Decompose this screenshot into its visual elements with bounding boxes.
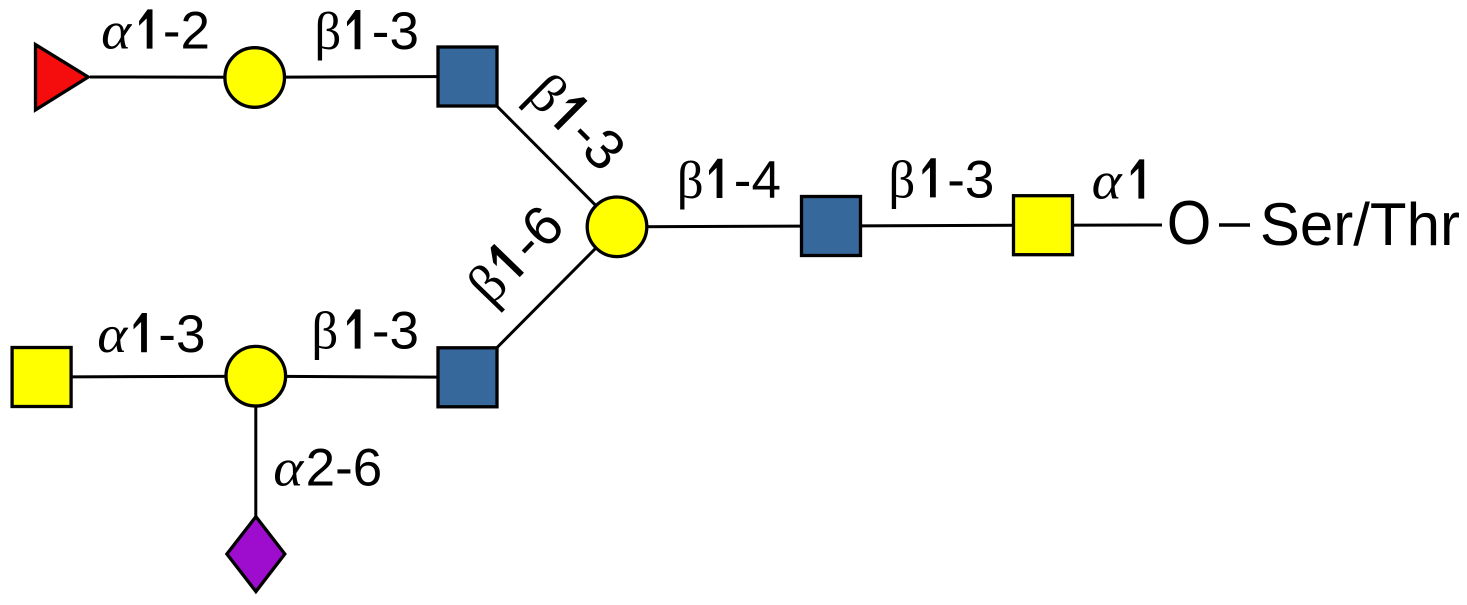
svg-text:O: O: [1167, 188, 1211, 258]
svg-text:β: β: [314, 3, 341, 61]
svg-text:2-6: 2-6: [306, 438, 383, 497]
svg-text:α: α: [101, 2, 132, 61]
svg-text:β: β: [311, 303, 338, 361]
svg-text:-3: -3: [372, 302, 419, 361]
svg-text:β: β: [677, 152, 704, 210]
svg-text:-3: -3: [947, 150, 994, 209]
svg-text:α: α: [273, 438, 304, 497]
svg-text:-4: -4: [734, 151, 781, 210]
svg-text:α: α: [1092, 152, 1123, 211]
svg-text:-3: -3: [372, 2, 419, 61]
svg-text:-3: -3: [158, 305, 205, 364]
svg-text:Ser/Thr: Ser/Thr: [1260, 191, 1460, 258]
svg-text:α: α: [97, 305, 128, 364]
svg-text:β: β: [888, 151, 915, 209]
svg-text:-2: -2: [163, 2, 210, 61]
